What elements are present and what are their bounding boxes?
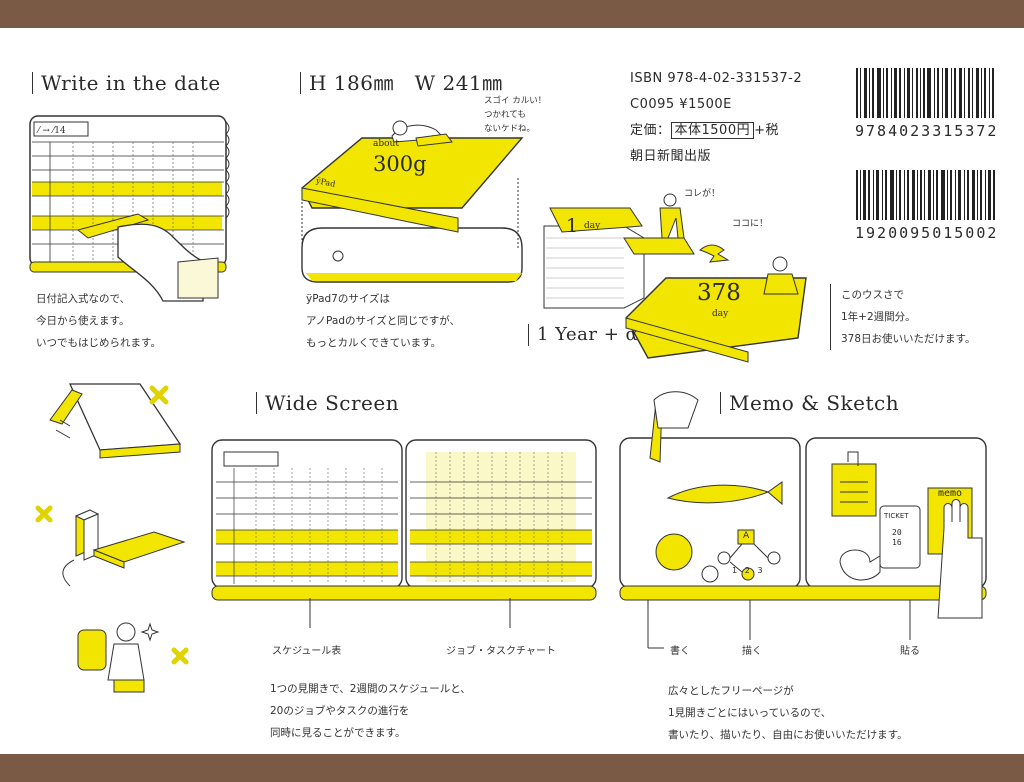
paste-label: 貼る [900, 646, 920, 657]
caption-line: 1年+2週間分。 [841, 311, 916, 323]
ticket-year: 20 16 [892, 528, 902, 547]
tablet-illustration [301, 120, 524, 283]
day1-number: 1 [566, 215, 579, 237]
diagram-node-a: A [743, 531, 750, 541]
note-line: スゴイ カルい！ [484, 96, 547, 106]
camera-illustration [77, 622, 189, 693]
price-label: 定価： [630, 123, 671, 138]
book-info: ISBN 978-4-02-331537-2 C0095 ¥1500E 定価：本… [630, 66, 802, 170]
memo-caption: 広々としたフリーページが 1見開きごとにはいっているので、 書いたり、描いたり、… [668, 680, 908, 746]
back-cover: Write in the date ⁄ → ⁄14 [0, 28, 1024, 754]
speech-koko: ココに！ [732, 219, 769, 229]
wide-screen-heading: Wide Screen [256, 392, 399, 414]
caption-line: 1見開きごとにはいっているので、 [668, 707, 832, 719]
memo-heading: Memo & Sketch [720, 392, 899, 414]
price-tax: +税 [754, 123, 780, 138]
isbn: ISBN 978-4-02-331537-2 [630, 71, 803, 86]
size-caption: ÿPad7のサイズは アノPadのサイズと同じですが、 もっとカルくできています… [306, 288, 460, 354]
classification-code: C0095 ¥1500E [630, 97, 732, 112]
barcode-1 [856, 68, 994, 118]
handwritten-note: スゴイ カルい！ つかれても ないケドね。 [484, 94, 546, 136]
caption-line: 今日から使えます。 [36, 315, 130, 327]
memo-spread [619, 391, 987, 649]
price-line: 定価：本体1500円+税 [630, 118, 802, 144]
day378-number: 378 [697, 280, 741, 306]
draw-label: 描く [742, 646, 762, 657]
ticket-title: TICKET [884, 512, 909, 520]
caption-line: 広々としたフリーページが [668, 685, 794, 697]
year-caption: このウスさで 1年+2週間分。 378日お使いいただけます。 [830, 284, 976, 350]
year-heading: 1 Year + α [528, 324, 638, 346]
backup-illustration [35, 505, 186, 587]
day1-unit: day [584, 221, 601, 231]
price-value: 本体1500円 [670, 122, 755, 139]
height-label: H 186㎜ [309, 71, 394, 95]
barcode-1-number: 9784023315372 [855, 122, 999, 140]
weight-value: 300g [373, 152, 427, 176]
svg-text:⁄ → ⁄14: ⁄ → ⁄14 [36, 126, 66, 136]
caption-line: 同時に見ることができます。 [270, 727, 406, 739]
write-label: 書く [670, 646, 690, 657]
day378-unit: day [712, 309, 729, 319]
note-line: つかれても [484, 110, 526, 120]
note-line: ないケドね。 [484, 124, 536, 134]
weight-about: about [373, 139, 399, 149]
diagram-numbers: 1 2 3 [732, 566, 763, 575]
caption-line: いつでもはじめられます。 [36, 337, 161, 349]
schedule-label: スケジュール表 [272, 646, 342, 657]
caption-line: 378日お使いいただけます。 [841, 333, 976, 345]
size-heading: H 186㎜ W 241㎜ [300, 72, 503, 94]
wide-screen-caption: 1つの見開きで、2週間のスケジュールと、 20のジョブやタスクの進行を 同時に見… [270, 678, 471, 744]
barcode-2-number: 1920095015002 [855, 224, 999, 242]
standing-cover-illustration [49, 383, 182, 459]
wide-screen-spread [211, 439, 597, 628]
caption-line: このウスさで [841, 289, 904, 301]
caption-line: 20のジョブやタスクの進行を [270, 705, 410, 717]
memo-note-label: memo [938, 488, 963, 499]
write-date-heading: Write in the date [32, 72, 221, 94]
barcode-2 [856, 170, 995, 220]
write-date-caption: 日付記入式なので、 今日から使えます。 いつでもはじめられます。 [36, 288, 161, 354]
speech-kore: コレが！ [684, 189, 721, 199]
caption-line: 日付記入式なので、 [36, 293, 131, 305]
caption-line: ÿPad7のサイズは [306, 293, 391, 305]
chart-label: ジョブ・タスクチャート [446, 646, 556, 657]
caption-line: 書いたり、描いたり、自由にお使いいただけます。 [668, 729, 908, 741]
planner-page-illustration: ⁄ → ⁄14 [29, 115, 230, 302]
year-illustration [543, 193, 807, 363]
caption-line: アノPadのサイズと同じですが、 [306, 315, 460, 327]
width-label: W 241㎜ [414, 71, 503, 95]
caption-line: 1つの見開きで、2週間のスケジュールと、 [270, 683, 471, 695]
caption-line: もっとカルくできています。 [306, 337, 442, 349]
publisher: 朝日新聞出版 [630, 149, 712, 164]
